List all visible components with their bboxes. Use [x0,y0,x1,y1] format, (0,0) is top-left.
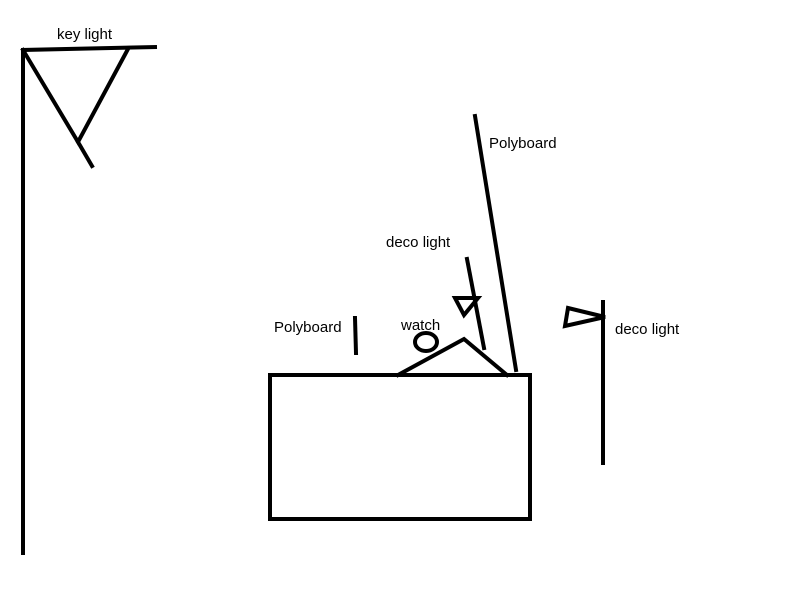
key-light-reflector [20,46,131,147]
deco-light-left-head [451,296,483,319]
deco-light-left [451,256,487,351]
polyboard-left-label: Polyboard [274,319,342,336]
deco-light-right-label: deco light [615,321,680,338]
key-light [20,44,158,555]
key-light-label: key light [57,26,113,43]
watch-stand [395,336,510,378]
polyboard-back [472,113,519,373]
watch-label: watch [400,317,440,334]
deco-light-right-head [562,305,606,329]
table [268,373,532,521]
key-light-stem [75,139,95,169]
deco-light-left-label: deco light [386,234,451,251]
deco-light-right [562,300,606,465]
polyboard-left [352,315,359,356]
polyboard-back-label: Polyboard [489,135,557,152]
watch-shape [413,331,439,353]
